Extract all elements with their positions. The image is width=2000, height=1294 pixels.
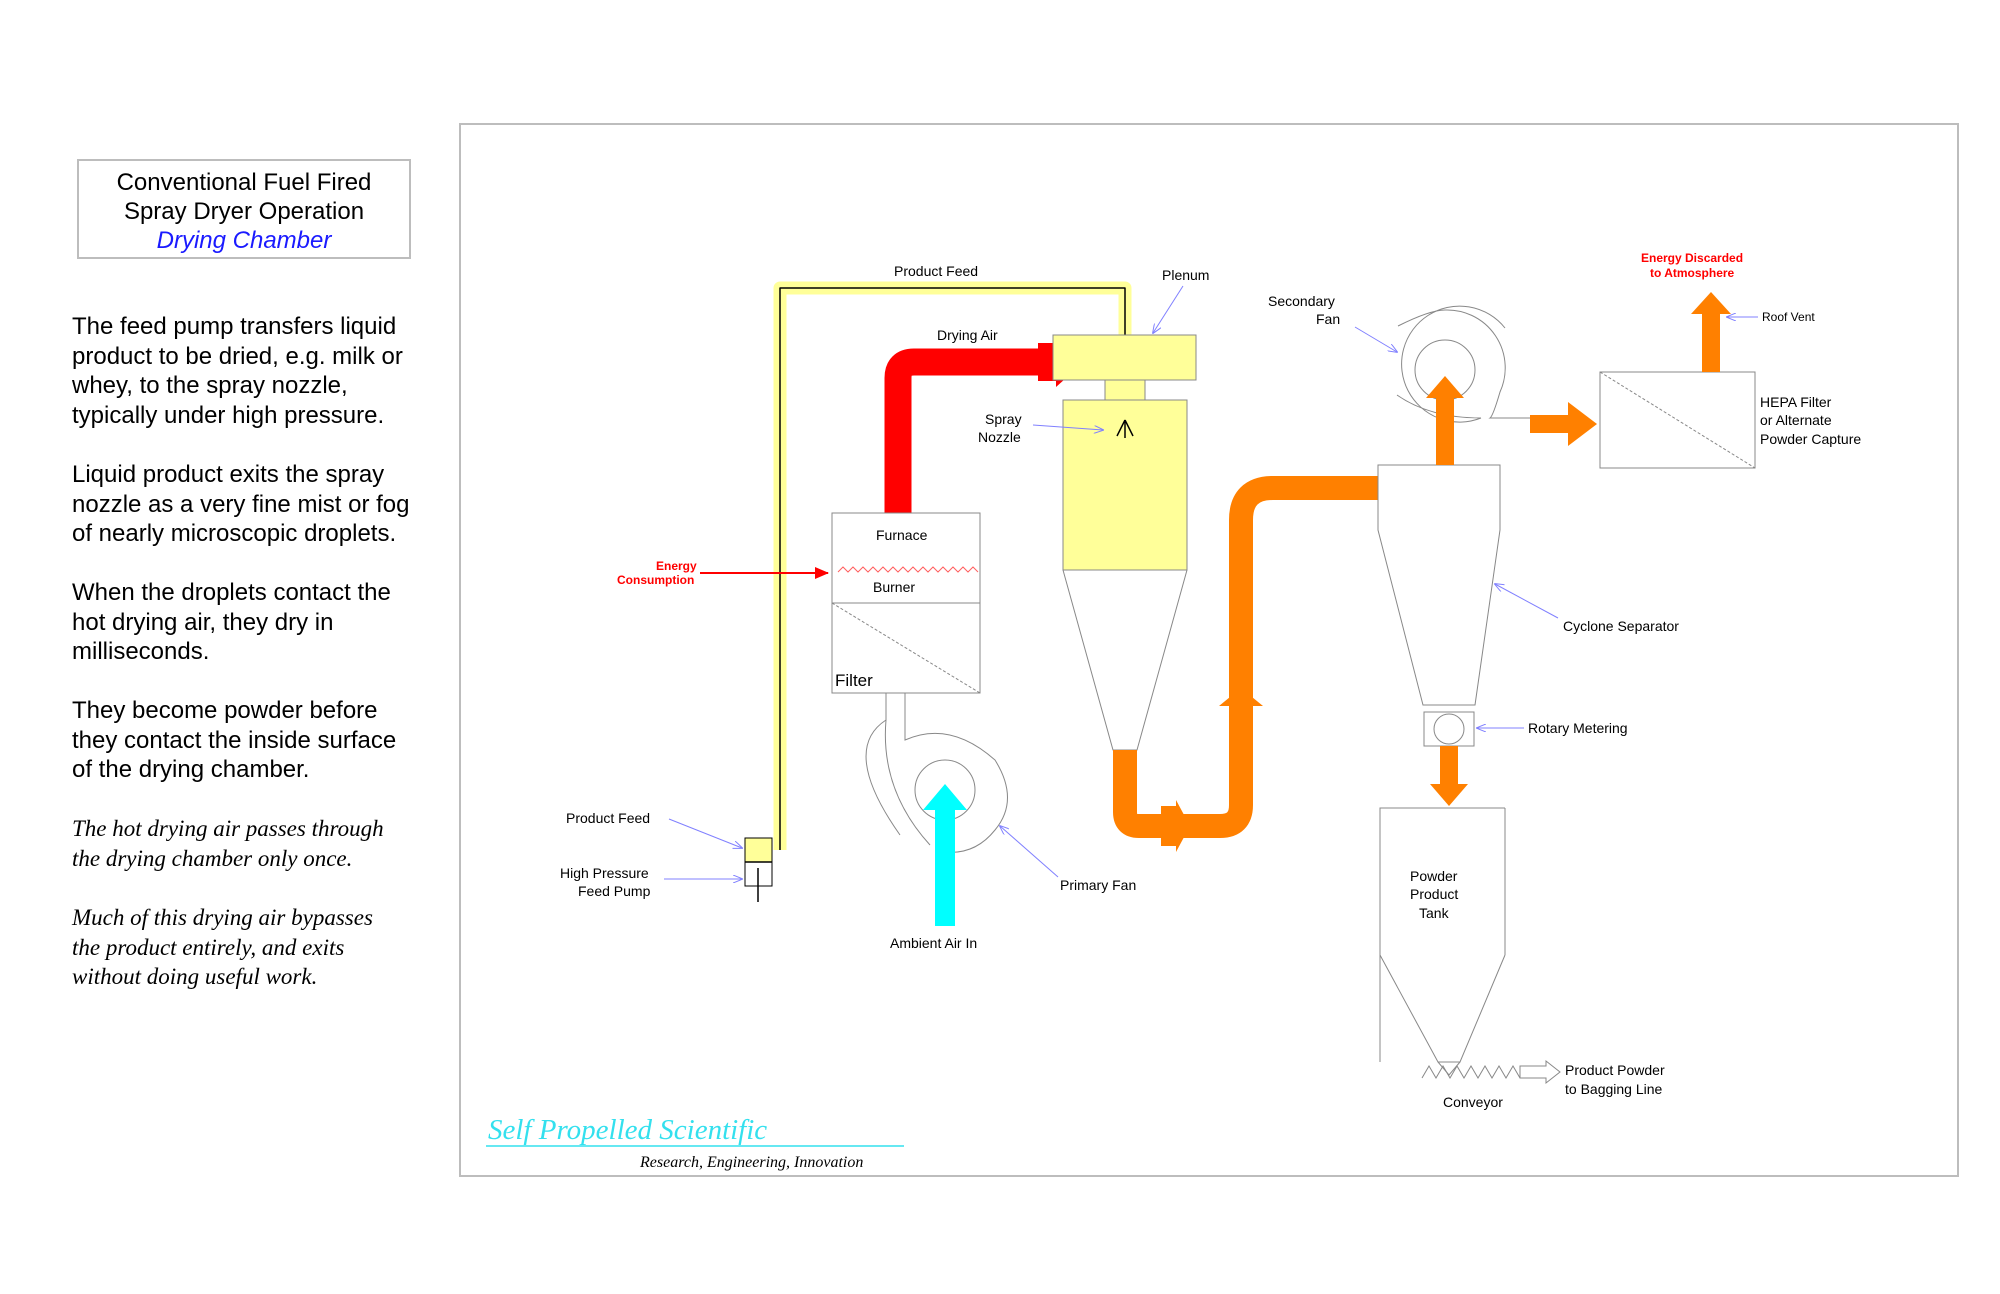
label-powder-tank-3: Tank	[1419, 905, 1450, 921]
label-hp-pump-2: Feed Pump	[578, 883, 651, 899]
paragraph-line: The feed pump transfers liquid	[72, 313, 397, 340]
spray-nozzle	[1116, 419, 1134, 438]
title-line-1: Conventional Fuel Fired	[116, 169, 372, 196]
conveyor-screw	[1421, 1059, 1561, 1085]
label-hepa-1: HEPA Filter	[1760, 394, 1832, 410]
feed-pump	[744, 837, 773, 902]
label-primary-fan: Primary Fan	[1060, 877, 1136, 893]
paragraph-line: without doing useful work.	[72, 964, 318, 989]
cyclone-separator	[1377, 464, 1501, 706]
label-filter: Filter	[835, 671, 873, 690]
description-paragraph-2: Liquid product exits the spray nozzle as…	[72, 460, 432, 549]
paragraph-line: They become powder before	[72, 697, 378, 724]
powder-flow-arrow	[1430, 746, 1468, 806]
label-hepa-2: or Alternate	[1760, 412, 1832, 428]
italic-paragraph-1: The hot drying air passes through the dr…	[72, 814, 432, 873]
label-rotary-metering: Rotary Metering	[1528, 720, 1628, 736]
italic-paragraph-2: Much of this drying air bypasses the pro…	[72, 903, 432, 992]
label-spray-nozzle-1: Spray	[985, 411, 1022, 427]
title-subtitle: Drying Chamber	[156, 227, 332, 254]
label-energy-discarded-2: to Atmosphere	[1650, 266, 1735, 280]
paragraph-line: the product entirely, and exits	[72, 934, 345, 960]
title-box: Conventional Fuel Fired Spray Dryer Oper…	[77, 159, 411, 259]
drying-chamber-cone	[1062, 569, 1188, 751]
brand-name: Self Propelled Scientific	[488, 1114, 767, 1146]
label-product-feed-pump: Product Feed	[566, 810, 650, 826]
label-energy-consumption-2: Consumption	[617, 573, 694, 587]
ambient-air-arrow	[923, 784, 967, 926]
label-cyclone-separator: Cyclone Separator	[1563, 618, 1679, 634]
hepa-filter	[1599, 371, 1756, 469]
label-hepa-3: Powder Capture	[1760, 431, 1861, 447]
description-paragraph-4: They become powder before they contact t…	[72, 696, 432, 785]
label-secondary-fan-1: Secondary	[1268, 293, 1335, 309]
label-energy-consumption-1: Energy	[656, 559, 697, 573]
title-line-2: Spray Dryer Operation	[123, 198, 365, 225]
paragraph-line: Much of this drying air bypasses	[72, 905, 373, 930]
description-paragraph-3: When the droplets contact the hot drying…	[72, 578, 432, 667]
paragraph-line: hot drying air, they dry in	[72, 608, 334, 636]
paragraph-line: of the drying chamber.	[72, 756, 310, 783]
label-conveyor: Conveyor	[1443, 1094, 1503, 1110]
label-product-powder-1: Product Powder	[1565, 1062, 1665, 1078]
fan-exhaust-arrows	[1426, 376, 1597, 465]
label-product-feed-top: Product Feed	[894, 263, 978, 279]
callout-lines	[664, 285, 1758, 879]
plenum-neck	[1104, 379, 1146, 401]
label-product-powder-2: to Bagging Line	[1565, 1081, 1663, 1097]
label-roof-vent: Roof Vent	[1762, 310, 1815, 324]
paragraph-line: When the droplets contact the	[72, 579, 391, 606]
paragraph-line: Liquid product exits the spray	[72, 461, 385, 488]
label-ambient-air: Ambient Air In	[890, 935, 977, 951]
label-secondary-fan-2: Fan	[1316, 311, 1340, 327]
description-paragraph-1: The feed pump transfers liquid product t…	[72, 312, 432, 430]
paragraph-line: product to be dried, e.g. milk or	[72, 342, 403, 370]
paragraph-line: nozzle as a very fine mist or fog	[72, 490, 410, 518]
label-spray-nozzle-2: Nozzle	[978, 429, 1021, 445]
label-plenum: Plenum	[1162, 267, 1209, 283]
rotary-metering-valve	[1423, 711, 1475, 747]
label-energy-discarded-1: Energy Discarded	[1641, 251, 1743, 265]
paragraph-line: they contact the inside surface	[72, 726, 397, 754]
powder-product-tank	[1379, 807, 1506, 1063]
label-burner: Burner	[873, 579, 915, 595]
furnace-housing	[831, 512, 981, 694]
label-powder-tank-2: Product	[1410, 886, 1458, 902]
paragraph-line: the drying chamber only once.	[72, 845, 353, 871]
diagram-frame	[459, 123, 1959, 1177]
label-hp-pump-1: High Pressure	[560, 865, 649, 881]
paragraph-line: typically under high pressure.	[72, 401, 385, 429]
tagline: Research, Engineering, Innovation	[639, 1154, 863, 1171]
label-drying-air: Drying Air	[937, 327, 998, 343]
plenum	[1052, 334, 1197, 381]
paragraph-line: of nearly microscopic droplets.	[72, 520, 397, 547]
label-powder-tank-1: Powder	[1410, 868, 1458, 884]
label-furnace: Furnace	[876, 527, 928, 543]
paragraph-line: whey, to the spray nozzle,	[72, 372, 348, 399]
roof-vent-arrow	[1691, 292, 1731, 372]
paragraph-line: milliseconds.	[72, 638, 210, 665]
secondary-fan	[1396, 305, 1530, 423]
paragraph-line: The hot drying air passes through	[72, 816, 384, 841]
